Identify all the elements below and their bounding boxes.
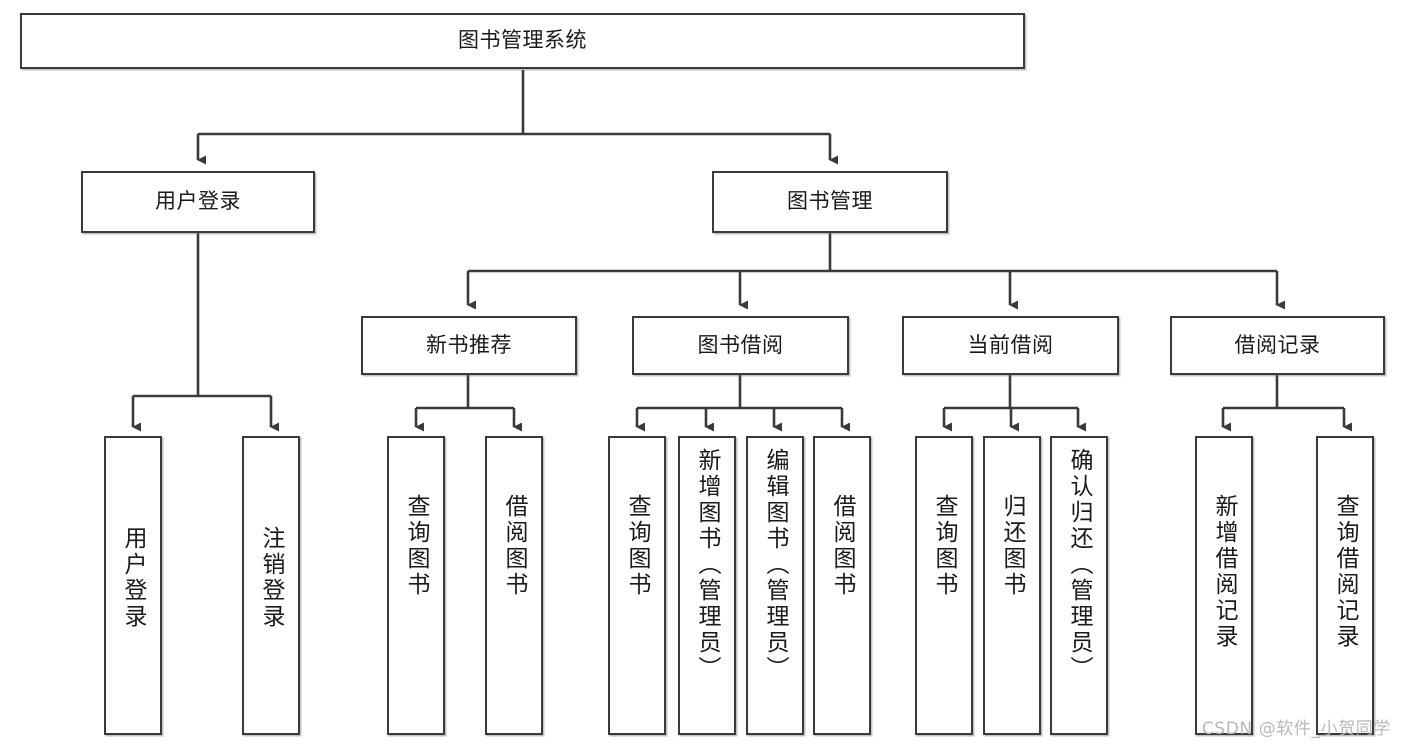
node-leaf-user-logout-label: 注销登录 <box>258 526 285 630</box>
node-leaf-query-record[interactable]: 查询借阅记录 <box>1316 436 1374 735</box>
node-leaf-query-book-2-label: 查询图书 <box>624 494 651 598</box>
node-book-borrow[interactable]: 图书借阅 <box>632 316 849 375</box>
node-leaf-query-book-3-label: 查询图书 <box>931 494 958 598</box>
node-leaf-user-login[interactable]: 用户登录 <box>104 436 162 735</box>
node-leaf-add-record-label: 新增借阅记录 <box>1211 494 1238 650</box>
node-leaf-confirm-return-label: 确认归还（管理员） <box>1066 448 1093 682</box>
node-root[interactable]: 图书管理系统 <box>20 13 1025 69</box>
node-leaf-user-login-label: 用户登录 <box>120 526 147 630</box>
node-borrow-record[interactable]: 借阅记录 <box>1170 316 1385 375</box>
node-leaf-borrow-book-2[interactable]: 借阅图书 <box>813 436 871 735</box>
node-leaf-query-book-1-label: 查询图书 <box>403 494 430 598</box>
node-leaf-query-book-2[interactable]: 查询图书 <box>608 436 666 735</box>
node-leaf-confirm-return[interactable]: 确认归还（管理员） <box>1050 436 1108 735</box>
node-leaf-user-logout[interactable]: 注销登录 <box>242 436 300 735</box>
node-user-login-label: 用户登录 <box>155 189 241 214</box>
node-leaf-add-record[interactable]: 新增借阅记录 <box>1195 436 1253 735</box>
node-new-book-recommend[interactable]: 新书推荐 <box>361 316 577 375</box>
node-leaf-borrow-book-2-label: 借阅图书 <box>829 494 856 598</box>
node-leaf-add-book[interactable]: 新增图书（管理员） <box>678 436 736 735</box>
node-leaf-return-book-label: 归还图书 <box>999 494 1026 598</box>
node-current-borrow[interactable]: 当前借阅 <box>902 316 1119 375</box>
node-leaf-borrow-book-1[interactable]: 借阅图书 <box>485 436 543 735</box>
node-leaf-return-book[interactable]: 归还图书 <box>983 436 1041 735</box>
node-new-book-recommend-label: 新书推荐 <box>426 332 512 357</box>
node-root-label: 图书管理系统 <box>458 28 587 53</box>
node-leaf-borrow-book-1-label: 借阅图书 <box>501 494 528 598</box>
node-book-borrow-label: 图书借阅 <box>697 332 784 357</box>
node-leaf-query-book-1[interactable]: 查询图书 <box>387 436 445 735</box>
node-leaf-edit-book-label: 编辑图书（管理员） <box>762 448 789 682</box>
node-user-login[interactable]: 用户登录 <box>81 171 315 233</box>
csdn-watermark: CSDN @软件_小贺同学 <box>1201 719 1391 739</box>
node-leaf-query-record-label: 查询借阅记录 <box>1332 494 1359 650</box>
node-book-manage-label: 图书管理 <box>787 189 873 214</box>
node-book-manage[interactable]: 图书管理 <box>712 171 948 233</box>
node-borrow-record-label: 借阅记录 <box>1234 332 1321 357</box>
node-current-borrow-label: 当前借阅 <box>967 332 1054 357</box>
node-leaf-query-book-3[interactable]: 查询图书 <box>915 436 973 735</box>
node-leaf-edit-book[interactable]: 编辑图书（管理员） <box>746 436 804 735</box>
node-leaf-add-book-label: 新增图书（管理员） <box>694 448 721 682</box>
